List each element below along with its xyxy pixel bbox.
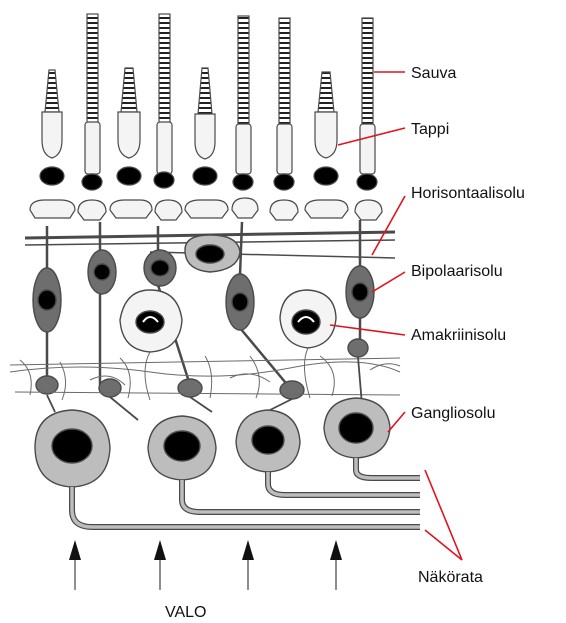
rod-cell (233, 16, 253, 190)
labels: Sauva Tappi Horisontaalisolu Bipolaariso… (165, 65, 525, 621)
label-amakriinisolu: Amakriinisolu (411, 327, 506, 344)
rod-cell (357, 18, 377, 190)
label-nakorata: Näkörata (418, 569, 483, 586)
rod-cell (154, 14, 174, 188)
photoreceptor-terminals (30, 198, 382, 220)
label-sauva: Sauva (411, 65, 456, 82)
arrow-up-icon (154, 540, 166, 590)
inner-plexiform-network (10, 348, 400, 400)
cone-cell (314, 72, 338, 185)
label-bipolaarisolu: Bipolaarisolu (411, 263, 503, 280)
cone-cell (40, 70, 64, 185)
arrow-up-icon (330, 540, 342, 590)
rod-cell (274, 18, 294, 190)
pointer-gangliosolu (388, 412, 405, 432)
label-gangliosolu: Gangliosolu (411, 405, 496, 422)
pointer-lines (330, 72, 462, 560)
pointer-amakriinisolu (330, 325, 405, 335)
arrow-up-icon (242, 540, 254, 590)
arrow-up-icon (69, 540, 81, 590)
label-tappi: Tappi (411, 121, 449, 138)
cone-cell (117, 68, 141, 185)
optic-nerve-fibers (72, 458, 420, 527)
label-valo: VALO (165, 604, 207, 621)
light-arrows (69, 540, 342, 590)
pointer-nakorata-a (425, 470, 462, 560)
pointer-bipolaarisolu (372, 272, 405, 292)
label-horisontaalisolu: Horisontaalisolu (411, 185, 525, 202)
cone-cell (193, 68, 217, 185)
photoreceptor-layer (30, 14, 382, 220)
rod-cell (82, 14, 102, 190)
horizontal-cell (185, 235, 240, 272)
